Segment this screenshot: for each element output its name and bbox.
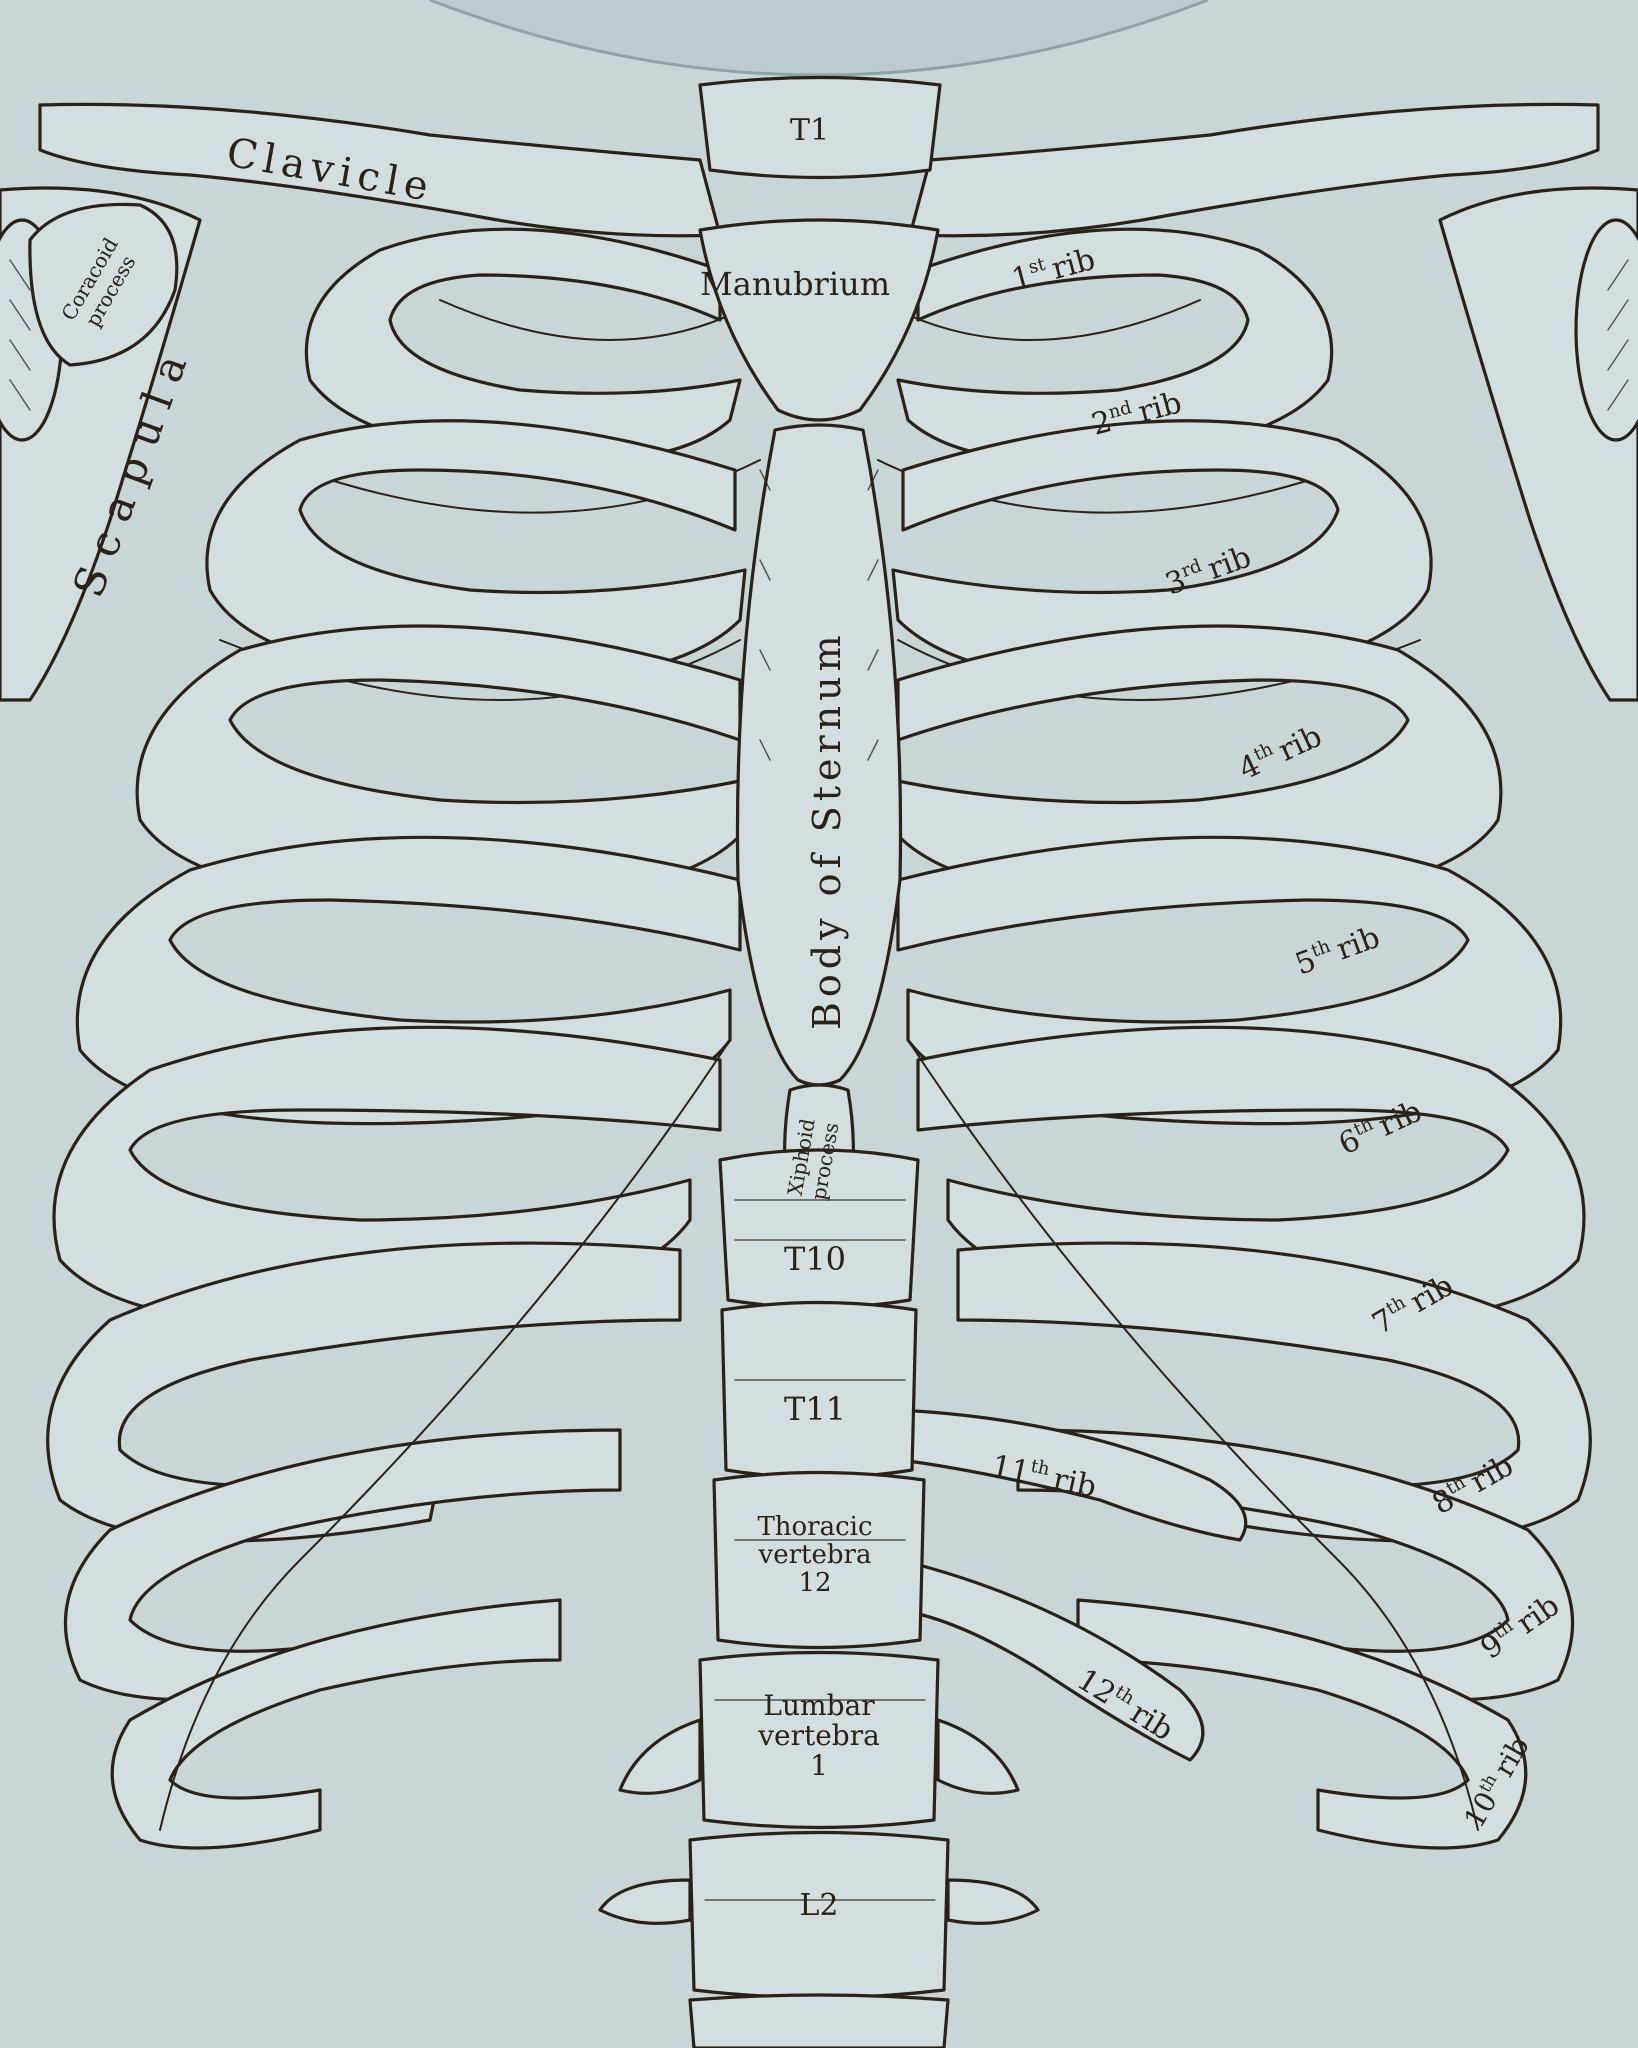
right-clavicle xyxy=(908,102,1600,238)
t1-label: T1 xyxy=(790,113,829,148)
svg-text:Thoracic: Thoracic xyxy=(757,1512,872,1542)
l2-label: L2 xyxy=(799,1888,838,1923)
t10-label: T10 xyxy=(784,1240,846,1278)
rib-5-label: 5thrib xyxy=(1290,919,1384,983)
t1-vertebra xyxy=(698,75,942,180)
right-costal-margin xyxy=(907,1039,1479,1831)
neckline xyxy=(429,0,1209,77)
body-of-sternum-label: Body of Sternum xyxy=(805,630,849,1030)
right-humeral-head xyxy=(1574,218,1638,442)
lumbar-vertebra-1-label: Lumbar vertebra 1 xyxy=(757,1689,880,1782)
rib-12 xyxy=(898,1558,1205,1762)
thoracic-vertebra-12-label: Thoracic vertebra 12 xyxy=(757,1512,872,1598)
svg-text:vertebra: vertebra xyxy=(757,1719,880,1752)
t11-label: T11 xyxy=(784,1390,846,1428)
svg-text:1: 1 xyxy=(810,1749,828,1782)
coracoid-process xyxy=(28,202,179,367)
svg-text:vertebra: vertebra xyxy=(758,1540,872,1570)
svg-text:Lumbar: Lumbar xyxy=(763,1689,875,1722)
rib-1-label: 1strib xyxy=(1008,241,1099,298)
rib-11 xyxy=(898,1408,1248,1542)
right-ribs xyxy=(891,227,1592,1850)
sternum-body xyxy=(735,423,903,1087)
svg-text:12: 12 xyxy=(798,1568,831,1598)
manubrium xyxy=(698,218,940,422)
shading-hatches xyxy=(9,259,1629,1901)
left-costal-margin xyxy=(159,1039,731,1831)
vertebral-column xyxy=(598,1148,1040,2048)
rib-4-label: 4thrib xyxy=(1233,718,1327,787)
left-ribs xyxy=(46,227,747,1850)
left-clavicle xyxy=(38,102,722,238)
manubrium-label: Manubrium xyxy=(700,265,890,303)
